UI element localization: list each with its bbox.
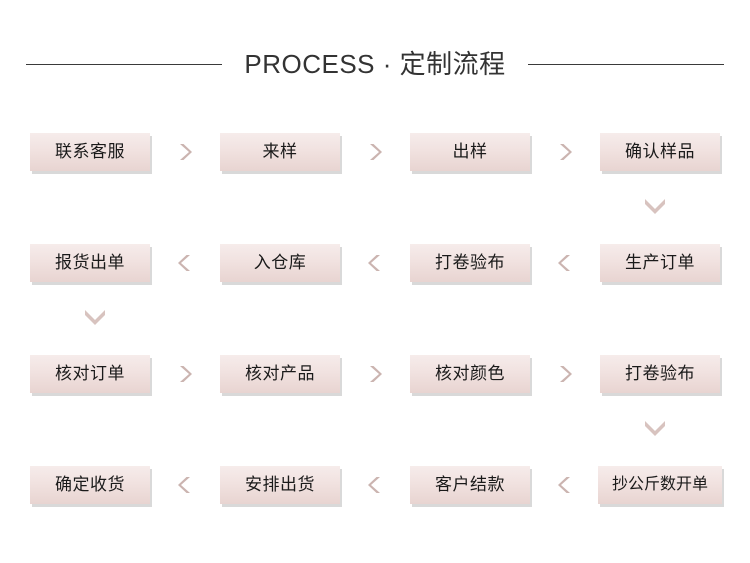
flow-node-verify-color[interactable]: 核对颜色 xyxy=(410,355,530,393)
flow-cell: 抄公斤数开单 xyxy=(597,466,723,504)
flow-node-sample-in[interactable]: 来样 xyxy=(220,133,340,171)
chevron-left-icon xyxy=(366,474,384,496)
chevron-right-icon xyxy=(366,141,384,163)
chevron-left-icon xyxy=(176,252,194,274)
flow-node-verify-product[interactable]: 核对产品 xyxy=(220,355,340,393)
flow-connector xyxy=(153,474,217,496)
chevron-left-icon xyxy=(556,252,574,274)
chevron-right-icon xyxy=(556,363,574,385)
flow-node-warehouse-in[interactable]: 入仓库 xyxy=(220,244,340,282)
flow-connector xyxy=(153,363,217,385)
flow-connector xyxy=(533,363,597,385)
flow-connector xyxy=(533,252,597,274)
flow-cell: 确定收货 xyxy=(27,466,153,504)
chevron-down-icon xyxy=(82,307,108,327)
flow-connector xyxy=(533,474,597,496)
flow-node-contact-service[interactable]: 联系客服 xyxy=(30,133,150,171)
flow-row-4: 确定收货 安排出货 客户结款 xyxy=(0,461,750,509)
flow-cell: 客户结款 xyxy=(407,466,533,504)
flow-connector xyxy=(153,252,217,274)
flow-row-2: 报货出单 入仓库 打卷验布 xyxy=(0,239,750,287)
flow-cell: 打卷验布 xyxy=(407,244,533,282)
flow-connector xyxy=(343,252,407,274)
flow-cell: 安排出货 xyxy=(217,466,343,504)
flow-node-confirm-receipt[interactable]: 确定收货 xyxy=(30,466,150,504)
chevron-right-icon xyxy=(176,141,194,163)
flow-node-arrange-shipment[interactable]: 安排出货 xyxy=(220,466,340,504)
flow-node-sample-out[interactable]: 出样 xyxy=(410,133,530,171)
flow-cell: 入仓库 xyxy=(217,244,343,282)
flow-connector xyxy=(343,363,407,385)
flow-row-3: 核对订单 核对产品 核对颜色 xyxy=(0,350,750,398)
flow-row-gap-2 xyxy=(0,287,750,350)
flow-node-report-issue-order[interactable]: 报货出单 xyxy=(30,244,150,282)
header-rule-right xyxy=(527,63,724,65)
flow-cell: 打卷验布 xyxy=(597,355,723,393)
flow-row-gap-3 xyxy=(0,398,750,461)
flow-cell: 核对订单 xyxy=(27,355,153,393)
flow-node-record-weight-invoice[interactable]: 抄公斤数开单 xyxy=(598,466,722,504)
flow-node-roll-inspect-fabric-2[interactable]: 打卷验布 xyxy=(600,355,720,393)
chevron-left-icon xyxy=(556,474,574,496)
page-title: PROCESS · 定制流程 xyxy=(244,49,506,79)
flow-cell: 生产订单 xyxy=(597,244,723,282)
flow-row-1: 联系客服 来样 出样 xyxy=(0,128,750,176)
flow-node-confirm-sample[interactable]: 确认样品 xyxy=(600,133,720,171)
chevron-left-icon xyxy=(366,252,384,274)
flow-node-customer-settlement[interactable]: 客户结款 xyxy=(410,466,530,504)
process-flow: 联系客服 来样 出样 xyxy=(0,128,750,509)
flow-connector xyxy=(153,141,217,163)
section-header: PROCESS · 定制流程 xyxy=(0,44,750,84)
chevron-left-icon xyxy=(176,474,194,496)
flow-node-verify-order[interactable]: 核对订单 xyxy=(30,355,150,393)
flow-connector xyxy=(533,141,597,163)
flow-cell: 联系客服 xyxy=(27,133,153,171)
chevron-right-icon xyxy=(366,363,384,385)
chevron-down-icon xyxy=(642,196,668,216)
flow-cell: 确认样品 xyxy=(597,133,723,171)
flow-cell: 来样 xyxy=(217,133,343,171)
flow-node-roll-inspect-fabric[interactable]: 打卷验布 xyxy=(410,244,530,282)
flow-cell: 核对颜色 xyxy=(407,355,533,393)
flow-cell: 核对产品 xyxy=(217,355,343,393)
flow-node-production-order[interactable]: 生产订单 xyxy=(600,244,720,282)
header-rule-left xyxy=(26,63,223,65)
chevron-down-icon xyxy=(642,418,668,438)
flow-cell: 报货出单 xyxy=(27,244,153,282)
flow-connector xyxy=(343,474,407,496)
flow-row-gap-1 xyxy=(0,176,750,239)
chevron-right-icon xyxy=(556,141,574,163)
chevron-right-icon xyxy=(176,363,194,385)
flow-cell: 出样 xyxy=(407,133,533,171)
flow-connector xyxy=(343,141,407,163)
